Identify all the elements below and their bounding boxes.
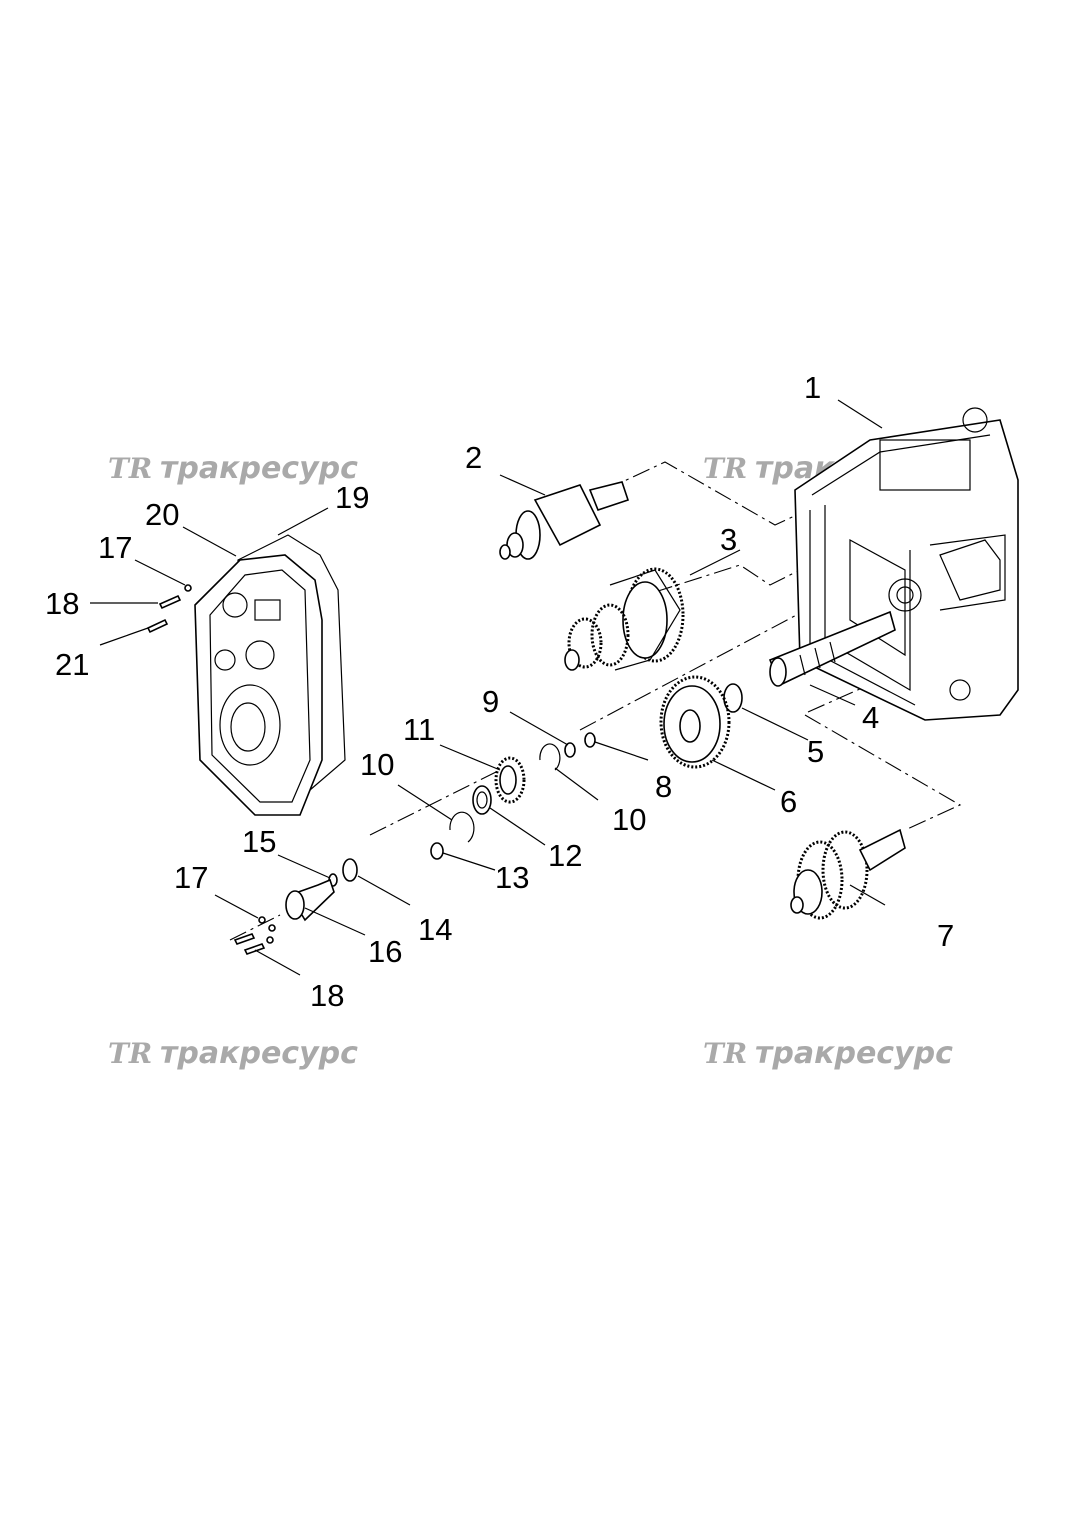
part-3-gear-shaft	[564, 567, 685, 671]
part-11-gear	[494, 756, 526, 804]
callout-labels: 1 2 3 4 5 6 7 8 9 10 10 11 12 13 14 15 1…	[45, 370, 954, 1013]
part-17-18-fasteners	[146, 584, 276, 955]
watermark-bottom-left: TR тракресурс	[108, 1036, 358, 1071]
callout-17-bottom: 17	[174, 860, 208, 895]
callout-8: 8	[655, 769, 672, 804]
callout-10-left: 10	[360, 747, 394, 782]
part-5-ring	[723, 683, 743, 713]
part-10-circlip	[539, 743, 561, 771]
callout-7: 7	[937, 918, 954, 953]
watermark-logo: TR	[108, 1037, 152, 1070]
callout-10-right: 10	[612, 802, 646, 837]
part-10-circlip-left	[449, 811, 475, 843]
part-13-bushing	[430, 842, 444, 860]
watermark-text: тракресурс	[755, 1036, 953, 1071]
part-14-seal	[342, 858, 358, 882]
watermark-top-left: TR тракресурс	[108, 451, 358, 486]
leader-lines	[90, 399, 886, 976]
callout-4: 4	[862, 700, 879, 735]
part-12-bearing	[472, 785, 492, 815]
callout-2: 2	[465, 440, 482, 475]
callout-14: 14	[418, 912, 452, 947]
callout-16: 16	[368, 934, 402, 969]
callout-11: 11	[403, 712, 435, 747]
callout-12: 12	[548, 838, 582, 873]
callout-1: 1	[804, 370, 821, 405]
callout-15: 15	[242, 824, 276, 859]
callout-13: 13	[495, 860, 529, 895]
watermark-text: тракресурс	[160, 451, 358, 486]
part-4-output-shaft	[768, 610, 896, 687]
watermark-logo: TR	[703, 452, 747, 485]
part-9-ring	[564, 742, 576, 758]
callout-19: 19	[335, 480, 369, 515]
part-20-cover	[194, 554, 323, 816]
watermark-logo: TR	[703, 1037, 747, 1070]
part-8-ring	[584, 732, 596, 748]
watermark-logo: TR	[108, 452, 152, 485]
callout-5: 5	[807, 734, 824, 769]
callout-3: 3	[720, 522, 737, 557]
callout-6: 6	[780, 784, 797, 819]
watermark-text: тракресурс	[160, 1036, 358, 1071]
part-6-large-gear	[659, 675, 731, 769]
callout-20: 20	[145, 497, 179, 532]
callout-17-top: 17	[98, 530, 132, 565]
part-7-cluster-gear	[790, 828, 906, 920]
callout-18-top: 18	[45, 586, 79, 621]
callout-21: 21	[55, 647, 89, 682]
part-16-flange	[285, 878, 335, 922]
part-2-clutch-shaft	[499, 481, 630, 560]
watermark-bottom-right: TR тракресурс	[703, 1036, 953, 1071]
callout-18-bottom: 18	[310, 978, 344, 1013]
callout-9: 9	[482, 684, 499, 719]
